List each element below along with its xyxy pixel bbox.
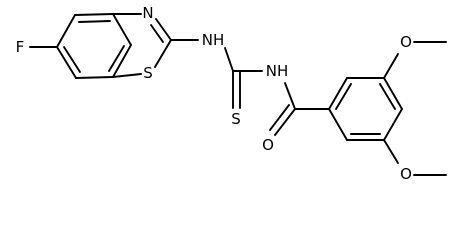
thiazole-ring (112, 13, 172, 78)
bond (284, 82, 296, 110)
bond (379, 83, 396, 110)
bond (224, 47, 234, 72)
atom-labels: F S N NH S NH O O O (16, 4, 412, 183)
atom-label-amine-right: NH (266, 62, 289, 80)
atom-label-methoxy-top-oxygen: O (400, 33, 412, 51)
bond (269, 104, 290, 131)
bond (383, 108, 403, 141)
bond (328, 108, 348, 141)
bond (74, 13, 114, 16)
bond (150, 24, 164, 43)
bond (112, 73, 142, 78)
dimethoxyphenyl-ring (328, 77, 403, 141)
bond (78, 20, 111, 23)
bond (112, 44, 132, 78)
bond (383, 53, 399, 79)
thiourea-linker (170, 39, 263, 109)
atom-label-carbonyl-oxygen: O (262, 136, 274, 154)
bond (56, 14, 76, 48)
amide-carbonyl (269, 82, 330, 136)
methoxy-groups (383, 41, 447, 176)
bond (108, 45, 125, 72)
atom-label-thiazole-sulfur: S (143, 64, 153, 82)
bond (56, 46, 77, 79)
atom-label-fluorine: F (16, 38, 25, 56)
atom-label-amine-left: NH (202, 31, 225, 49)
molecule-diagram: F S N NH S NH O O O (16, 4, 447, 183)
bond (154, 39, 172, 68)
bond (383, 77, 403, 110)
benzothiazole-benzene-ring (29, 13, 132, 79)
bond (75, 76, 114, 79)
bond (112, 13, 132, 46)
bond (383, 139, 399, 164)
structure-canvas: F S N NH S NH O O O (16, 4, 447, 183)
bond (63, 46, 81, 73)
bond (335, 83, 352, 110)
bond (274, 108, 296, 136)
bond (155, 18, 172, 41)
atom-label-methoxy-bottom-oxygen: O (400, 165, 412, 183)
atom-label-thiazole-nitrogen: N (142, 4, 153, 22)
atom-label-thione-sulfur: S (231, 110, 241, 128)
bond (328, 77, 348, 110)
